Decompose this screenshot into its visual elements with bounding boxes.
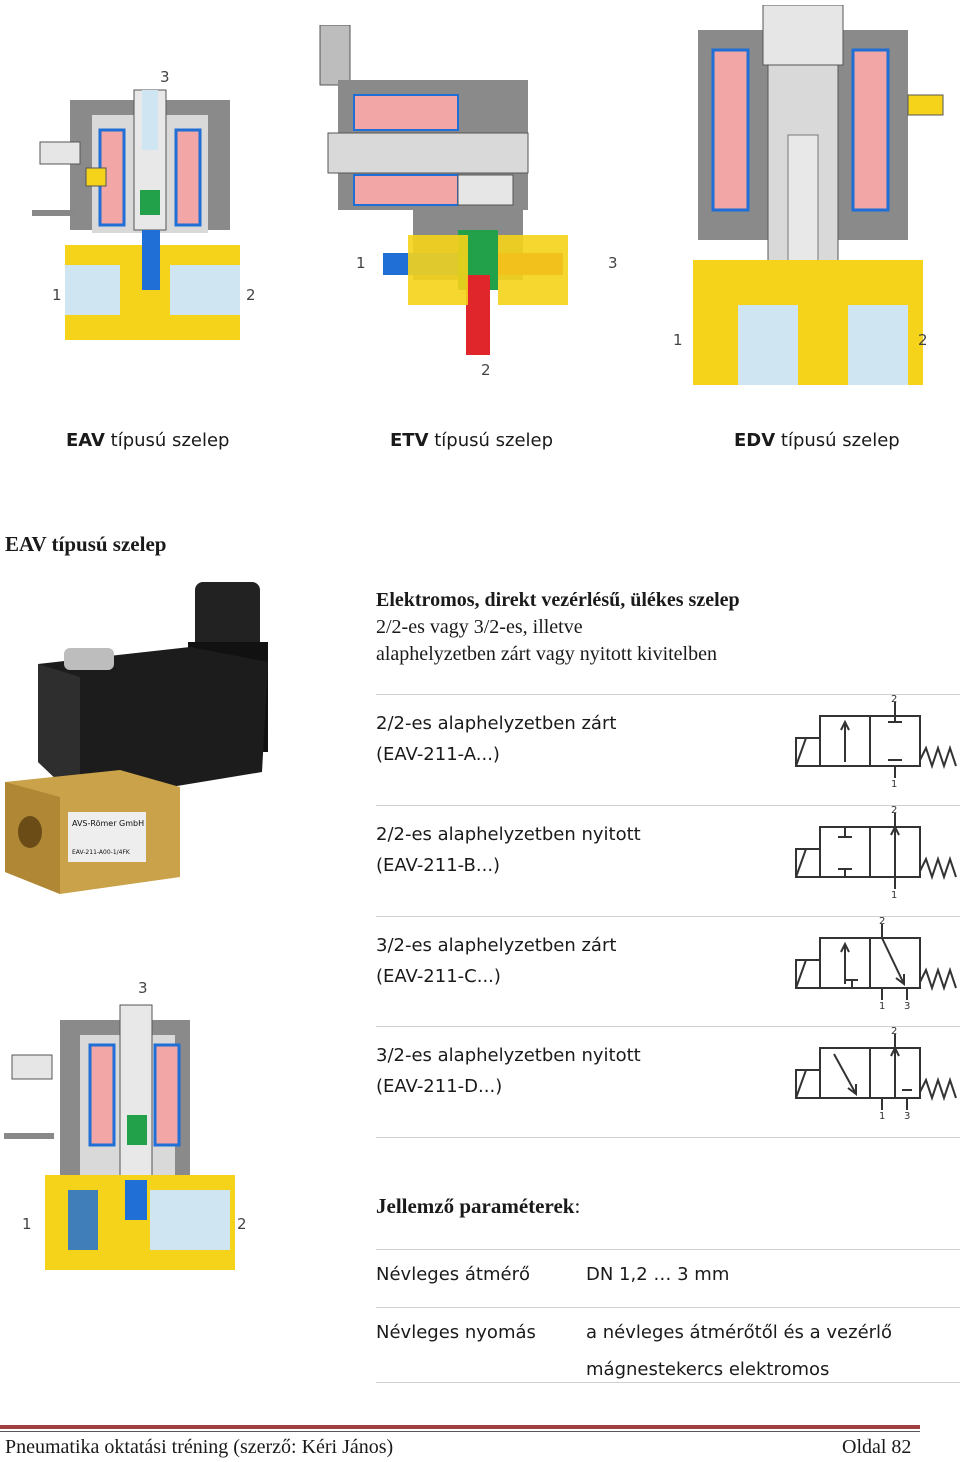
params-heading-text: Jellemző paraméterek [376, 1194, 575, 1218]
param-label-pressure: Névleges nyomás [376, 1322, 536, 1343]
bottom-port-1-label: 1 [22, 1215, 32, 1233]
etv-port-2-label: 2 [481, 361, 491, 379]
product-label-brand: AVS-Römer GmbH [72, 819, 144, 828]
eav-port-1-label: 1 [52, 286, 62, 304]
variant-d-port-3: 3 [904, 1111, 910, 1120]
variant-b-text: 2/2-es alaphelyzetben nyitott (EAV-211-B… [376, 819, 641, 881]
variant-a-line1: 2/2-es alaphelyzetben zárt [376, 713, 617, 734]
footer-rule-thick [0, 1425, 920, 1429]
variant-c-line2: (EAV-211-C...) [376, 966, 501, 987]
description-heading: Elektromos, direkt vezérlésű, ülékes sze… [376, 589, 740, 611]
footer-left-text: Pneumatika oktatási tréning (szerző: Kér… [5, 1436, 394, 1458]
edv-port-2-label: 2 [918, 331, 928, 349]
caption-edv: EDV típusú szelep [734, 430, 900, 451]
etv-port-3-label: 3 [608, 254, 618, 272]
caption-etv: ETV típusú szelep [390, 430, 553, 451]
divider [376, 1249, 960, 1250]
caption-etv-bold: ETV [390, 430, 429, 451]
variant-b-port-1: 1 [891, 890, 897, 899]
variant-a-port-2: 2 [891, 694, 897, 705]
divider [376, 805, 960, 806]
variant-c-line1: 3/2-es alaphelyzetben zárt [376, 935, 617, 956]
product-photo: AVS-Römer GmbH EAV-211-A00-1/4FK [5, 582, 268, 894]
eav-port-3-label: 3 [160, 68, 170, 86]
etv-cross-section-figure: 1 3 2 [319, 25, 618, 379]
variant-d-symbol: 2 1 3 [795, 1026, 957, 1120]
edv-cross-section-figure: 1 2 [673, 5, 944, 385]
variant-c-port-3: 3 [904, 1001, 910, 1010]
params-heading-colon: : [574, 1194, 581, 1218]
variant-b-line2: (EAV-211-B...) [376, 855, 501, 876]
variant-d-line2: (EAV-211-D...) [376, 1076, 503, 1097]
section-title: EAV típusú szelep [5, 532, 167, 556]
param-value-diameter: DN 1,2 … 3 mm [586, 1264, 730, 1285]
caption-etv-rest: típusú szelep [428, 430, 554, 451]
caption-eav-rest: típusú szelep [104, 430, 230, 451]
description-line-2: 2/2-es vagy 3/2-es, illetve [376, 616, 583, 638]
caption-edv-bold: EDV [734, 430, 776, 451]
variant-b-port-2: 2 [891, 805, 897, 816]
variant-a-symbol: 2 1 [795, 694, 957, 788]
description-block: Elektromos, direkt vezérlésű, ülékes sze… [376, 587, 740, 668]
caption-eav-bold: EAV [66, 430, 105, 451]
variant-d-port-2: 2 [891, 1026, 897, 1037]
params-heading: Jellemző paraméterek: [376, 1194, 580, 1219]
product-label-model: EAV-211-A00-1/4FK [72, 849, 131, 856]
param-label-diameter: Névleges átmérő [376, 1264, 530, 1285]
divider [376, 1307, 960, 1308]
variant-d-port-1: 1 [879, 1111, 885, 1120]
description-line-3: alaphelyzetben zárt vagy nyitott kivitel… [376, 643, 717, 665]
param-value-pressure: a névleges átmérőtől és a vezérlő mágnes… [586, 1322, 893, 1380]
variant-d-line1: 3/2-es alaphelyzetben nyitott [376, 1045, 641, 1066]
divider [376, 1382, 960, 1383]
edv-port-1-label: 1 [673, 331, 683, 349]
etv-port-1-label: 1 [356, 254, 366, 272]
bottom-port-3-label: 3 [138, 979, 148, 997]
footer-rule-thin [0, 1431, 920, 1432]
caption-edv-rest: típusú szelep [775, 430, 900, 451]
divider [376, 1137, 960, 1138]
variant-a-port-1: 1 [891, 779, 897, 788]
divider [376, 694, 960, 695]
variant-a-line2: (EAV-211-A...) [376, 744, 500, 765]
divider [376, 1026, 960, 1027]
eav-port-2-label: 2 [246, 286, 256, 304]
divider [376, 916, 960, 917]
eav-cross-section-figure: 3 1 2 [32, 68, 256, 340]
bottom-port-2-label: 2 [237, 1215, 247, 1233]
eav-bottom-cross-section-figure: 3 1 2 [4, 979, 247, 1270]
caption-eav: EAV típusú szelep [66, 430, 229, 451]
variant-c-port-2: 2 [879, 916, 885, 927]
variant-c-symbol: 2 1 3 [795, 916, 957, 1010]
variant-c-port-1: 1 [879, 1001, 885, 1010]
variant-b-line1: 2/2-es alaphelyzetben nyitott [376, 824, 641, 845]
variant-d-text: 3/2-es alaphelyzetben nyitott (EAV-211-D… [376, 1040, 641, 1102]
variant-b-symbol: 2 1 [795, 805, 957, 899]
footer-page-number: Oldal 82 [842, 1436, 912, 1458]
variant-a-text: 2/2-es alaphelyzetben zárt (EAV-211-A...… [376, 708, 616, 770]
variant-c-text: 3/2-es alaphelyzetben zárt (EAV-211-C...… [376, 930, 616, 992]
